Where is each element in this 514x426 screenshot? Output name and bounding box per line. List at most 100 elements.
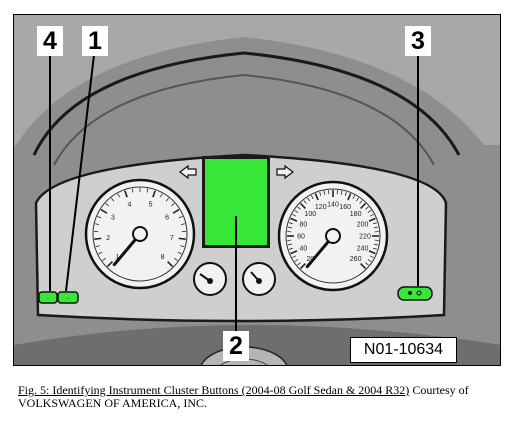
speedometer-tick	[299, 263, 306, 270]
speedometer-label: 20	[306, 256, 314, 263]
tachometer-tick	[100, 208, 108, 214]
left-button-2-mark: ◦◦	[66, 296, 70, 302]
speedometer-tick	[360, 263, 367, 270]
tachometer-tick	[178, 216, 183, 219]
tachometer-tick	[152, 190, 156, 198]
tachometer-scale-ring	[92, 186, 188, 282]
left-button-1-mark: ◦	[47, 296, 49, 302]
hood-area	[14, 15, 500, 145]
tachometer-tick	[180, 223, 185, 226]
tachometer-tick	[146, 188, 149, 193]
speedometer-label: 160	[339, 204, 351, 211]
tachometer-tick	[97, 216, 102, 219]
speedometer-tick	[297, 206, 301, 210]
speedometer-label: 240	[357, 246, 369, 253]
tachometer-tick	[98, 251, 103, 255]
tachometer-tick	[117, 193, 121, 198]
speedometer-tick	[374, 226, 379, 229]
tachometer-label: 4	[127, 201, 131, 208]
tachometer-tick	[102, 257, 106, 261]
tachometer-tick	[174, 257, 178, 261]
speedometer-tick	[288, 247, 293, 250]
left-button-1[interactable]	[38, 291, 58, 304]
speedometer-hub	[325, 228, 341, 244]
speedometer-tick	[340, 190, 343, 195]
tachometer-tick	[111, 197, 115, 202]
speedometer-tick	[290, 217, 298, 222]
tachometer-label: 6	[165, 214, 169, 221]
tachometer-tick	[178, 237, 186, 240]
speedometer-tick	[352, 195, 356, 200]
speedometer-tick	[369, 213, 374, 217]
figure-caption: Fig. 5: Identifying Instrument Cluster B…	[18, 384, 508, 410]
speedometer-tick	[294, 210, 299, 213]
reference-code: N01-10634	[350, 337, 457, 363]
tachometer-tick	[180, 245, 185, 248]
speedometer-label: 260	[350, 256, 362, 263]
speedometer-label: 120	[315, 204, 327, 211]
speedometer-tick	[303, 200, 307, 204]
tachometer-hub	[132, 226, 148, 242]
tachometer-tick	[105, 203, 109, 207]
tachometer-label: 8	[161, 254, 165, 261]
caption-courtesy: Courtesy of VOLKSWAGEN OF AMERICA, INC.	[18, 383, 469, 410]
speedometer-label: 40	[300, 246, 308, 253]
tachometer-tick	[94, 237, 102, 240]
left-button-2[interactable]	[57, 291, 79, 304]
speedometer-label: 140	[327, 202, 339, 209]
speedometer-tick	[368, 250, 376, 255]
hood-inner-edge	[53, 73, 435, 166]
right-button[interactable]	[397, 286, 433, 301]
speedometer-label: 80	[300, 221, 308, 228]
speedometer-tick	[347, 193, 352, 201]
speedometer-label: 100	[305, 211, 317, 218]
speedometer-tick	[307, 197, 310, 202]
left-turn-arrow-icon	[179, 164, 197, 180]
speedometer-tick	[360, 202, 367, 209]
tachometer-label: 1	[115, 254, 119, 261]
right-turn-arrow-icon	[276, 164, 294, 180]
speedometer-tick	[374, 243, 379, 246]
callout-1-leader	[65, 54, 95, 292]
tachometer-label: 2	[106, 235, 110, 242]
speedometer-tick	[367, 259, 372, 262]
tachometer-tick	[124, 190, 128, 198]
speedometer-tick	[314, 193, 319, 201]
speedometer-tick	[368, 217, 376, 222]
speedometer-tick	[297, 262, 301, 266]
tachometer-tick	[131, 188, 134, 193]
speedometer-tick	[365, 206, 369, 210]
speedometer-tick	[287, 243, 292, 246]
right-button-mark	[408, 291, 412, 295]
tachometer-tick	[159, 193, 163, 198]
callout-4: 4	[37, 26, 63, 56]
tachometer-tick	[177, 251, 182, 255]
speedometer-tick	[292, 255, 297, 259]
speedometer-tick	[373, 222, 378, 225]
tachometer-tick	[165, 197, 169, 202]
speedometer-label: 180	[350, 211, 362, 218]
speedometer-label: 200	[357, 221, 369, 228]
tachometer-tick	[106, 261, 113, 268]
speedometer-tick	[359, 200, 363, 204]
speedometer-tick	[356, 197, 359, 202]
fuel-gauge-pivot	[207, 278, 213, 284]
speedometer-label: 220	[359, 234, 371, 241]
caption-link[interactable]: Fig. 5: Identifying Instrument Cluster B…	[18, 383, 410, 397]
speedometer-tick	[288, 222, 293, 225]
right-button-mark-2	[416, 290, 422, 296]
speedometer-scale-ring	[285, 188, 381, 284]
speedometer-label: 60	[297, 234, 305, 241]
speedometer-tick	[294, 259, 299, 262]
tachometer-label: 3	[111, 214, 115, 221]
tachometer-tick	[95, 223, 100, 226]
tachometer-label: 5	[149, 201, 153, 208]
hood-edge	[32, 51, 461, 156]
temperature-gauge-pivot	[256, 278, 262, 284]
speedometer-tick	[369, 255, 374, 259]
speedometer-tick	[367, 210, 372, 213]
tachometer-tick	[172, 208, 180, 214]
